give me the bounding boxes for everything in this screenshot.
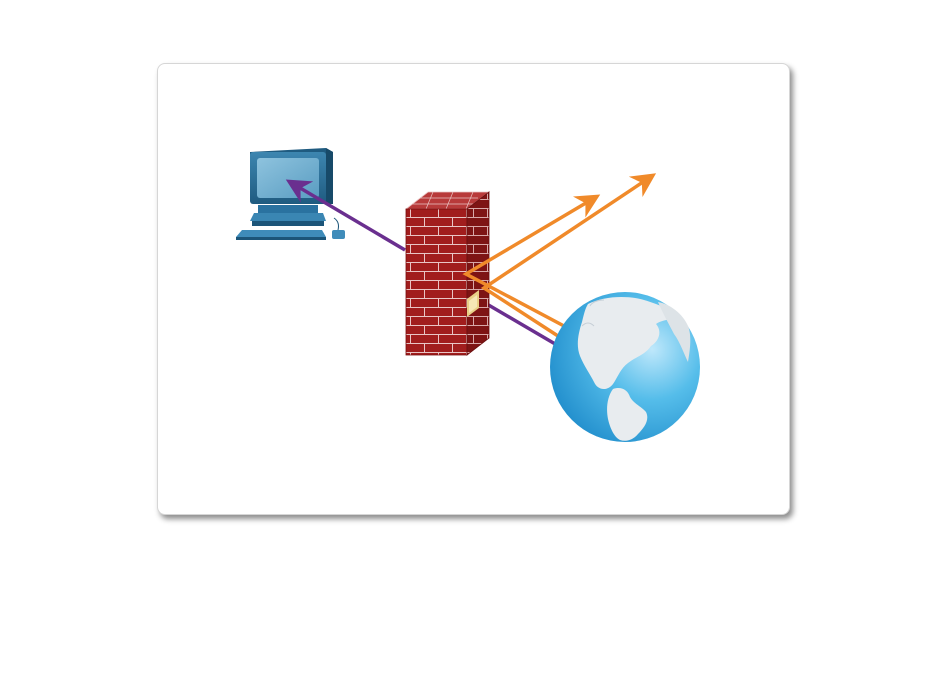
network-firewall-diagram bbox=[236, 148, 700, 442]
outbound-flow-arrow-2 bbox=[480, 173, 657, 338]
diagram-card bbox=[157, 63, 790, 515]
outbound-flow-arrow-1 bbox=[462, 194, 601, 328]
firewall-icon bbox=[404, 191, 491, 356]
computer-icon bbox=[236, 148, 345, 240]
globe-icon bbox=[550, 292, 700, 442]
